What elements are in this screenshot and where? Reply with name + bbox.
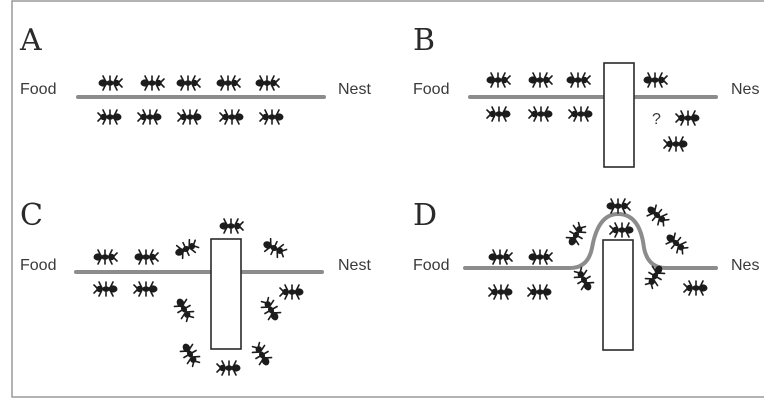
ant-icon <box>488 284 514 300</box>
ant-icon <box>683 280 709 296</box>
question-mark-b: ? <box>652 111 661 128</box>
obstacle-d <box>602 239 634 351</box>
figure-frame <box>11 0 764 398</box>
food-label-a: Food <box>20 81 56 98</box>
ant-icon <box>565 72 591 88</box>
ant-icon <box>92 249 118 265</box>
ant-icon <box>642 72 668 88</box>
panel-b: B Food Nes ? <box>413 23 759 168</box>
panel-d: D Food Nes <box>413 198 759 351</box>
food-label-b: Food <box>413 81 449 98</box>
panel-a: A Food Nest <box>19 23 371 125</box>
ant-icon <box>171 236 201 262</box>
food-label-c: Food <box>20 257 56 274</box>
ant-icon <box>137 109 163 125</box>
ant-icon <box>609 222 635 238</box>
ant-icon <box>563 220 589 250</box>
ants-c <box>92 218 305 376</box>
obstacle-b <box>603 62 635 168</box>
ant-icon <box>485 72 511 88</box>
ant-icon <box>642 201 672 229</box>
ant-icon <box>259 235 289 261</box>
ants-b <box>485 72 701 152</box>
ant-icon <box>219 109 245 125</box>
nest-label-a: Nest <box>338 81 371 98</box>
ant-icon <box>279 284 305 300</box>
ant-icon <box>97 75 123 91</box>
panel-letter-c: C <box>20 198 43 233</box>
ant-icon <box>254 75 280 91</box>
ant-icon <box>133 281 159 297</box>
ant-icon <box>218 218 244 234</box>
panel-letter-d: D <box>413 198 437 233</box>
obstacle-c <box>210 238 242 350</box>
ant-icon <box>258 295 284 325</box>
ant-icon <box>175 75 201 91</box>
ant-icon <box>568 106 594 122</box>
ant-icon <box>259 109 285 125</box>
ant-icon <box>528 106 554 122</box>
ant-icon <box>527 72 553 88</box>
ant-icon <box>93 281 119 297</box>
ant-icon <box>661 229 691 257</box>
ant-icon <box>249 340 275 370</box>
ant-icon <box>177 339 203 369</box>
ant-icon <box>97 109 123 125</box>
ants-d <box>487 198 709 300</box>
ant-icon <box>486 106 512 122</box>
ant-icon <box>215 75 241 91</box>
ant-icon <box>527 249 553 265</box>
ant-icon <box>571 265 597 295</box>
ant-icon <box>675 110 701 126</box>
panel-letter-b: B <box>413 23 435 58</box>
ant-icon <box>487 249 513 265</box>
nest-label-d: Nes <box>731 257 759 274</box>
nest-label-b: Nes <box>731 81 759 98</box>
ants-a <box>97 75 285 125</box>
trail-d <box>463 211 718 270</box>
nest-label-c: Nest <box>338 257 371 274</box>
panel-c: C Food Nest <box>20 198 371 376</box>
ant-icon <box>139 75 165 91</box>
ant-icon <box>177 109 203 125</box>
food-label-d: Food <box>413 257 449 274</box>
ant-icon <box>133 249 159 265</box>
ant-icon <box>171 294 197 324</box>
ant-icon <box>527 284 553 300</box>
ant-icon <box>216 360 242 376</box>
ant-icon <box>663 136 689 152</box>
ant-icon <box>605 198 631 214</box>
panel-letter-a: A <box>19 23 42 58</box>
